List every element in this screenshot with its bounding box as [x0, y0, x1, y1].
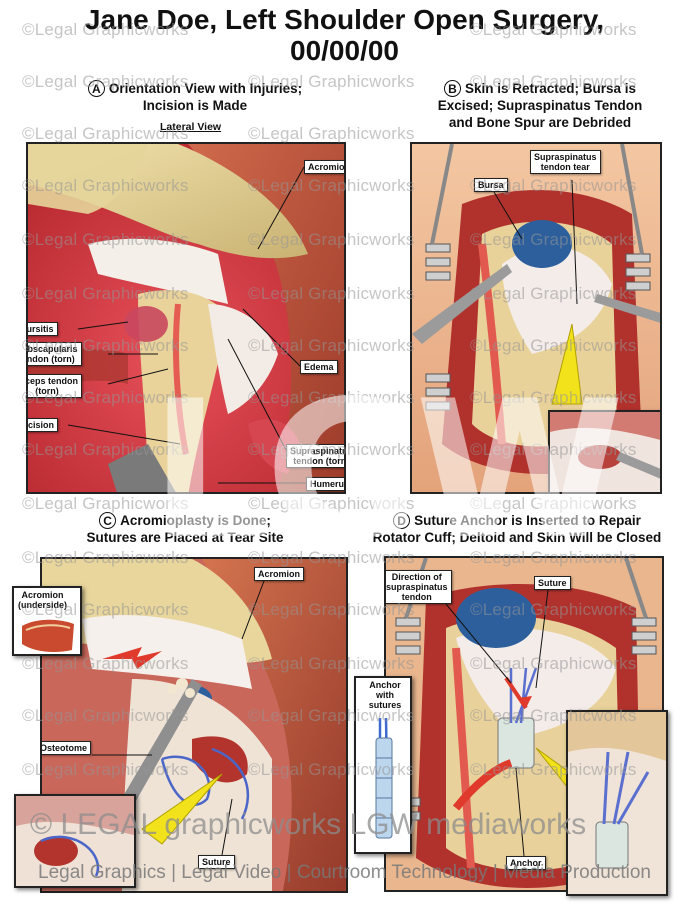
acromion-underside-inset: Acromion(underside)	[12, 586, 82, 656]
footer-tagline: Legal Graphics | Legal Video | Courtroom…	[38, 862, 651, 883]
panel-b-caption-line-1: Skin is Retracted; Bursa is	[464, 81, 637, 96]
label-bursa: Bursa	[474, 178, 508, 192]
panel-c-letter: C	[99, 512, 117, 529]
label-acromion-c: Acromion	[254, 567, 305, 581]
label-acromion-underside: Acromion(underside)	[16, 590, 70, 610]
watermark: ©Legal Graphicworks	[470, 494, 637, 513]
panel-a-illustration: Acromion Bursitis Subscapularistendon (t…	[26, 142, 346, 494]
label-bursitis: Bursitis	[28, 322, 58, 336]
panel-b-inset-drawing	[550, 412, 660, 492]
label-edema: Edema	[300, 360, 338, 374]
panel-d-caption-line-2: Rotator Cuff; Deltoid and Skin Will be C…	[372, 530, 662, 545]
label-suture-c: Suture	[198, 855, 235, 869]
label-suture-d: Suture	[534, 576, 571, 590]
panel-c-inset-drawing	[16, 796, 134, 886]
acromion-underside-drawing	[22, 619, 74, 652]
panel-d-caption-line-1: Suture Anchor is Inserted to Repair	[414, 513, 641, 528]
watermark: ©Legal Graphicworks	[248, 124, 415, 143]
panel-d-letter: D	[393, 512, 411, 529]
panel-a-caption-line-1: Orientation View with Injuries;	[108, 81, 303, 96]
panel-b-caption-line-2: Excised; Supraspinatus Tendon	[437, 98, 643, 113]
label-biceps-tendon: Biceps tendon(torn)	[28, 374, 83, 398]
anchor-drawing	[375, 717, 393, 839]
panel-a-letter: A	[87, 80, 105, 97]
watermark: ©Legal Graphicworks	[22, 494, 189, 513]
panel-a-drawing	[28, 144, 344, 492]
panel-c-caption-line-2: Sutures are Placed at Tear Site	[86, 530, 284, 545]
panel-a-caption-line-2: Incision is Made	[142, 98, 248, 113]
panel-c-inset	[14, 794, 136, 888]
panel-d-inset	[566, 710, 668, 896]
panel-b-letter: B	[443, 80, 461, 97]
label-incision: Incision	[28, 418, 59, 432]
label-subscapularis-tendon: Subscapularistendon (torn)	[28, 342, 82, 366]
label-anchor: Anchor	[506, 856, 546, 870]
panel-a-subcaption: Lateral View	[160, 121, 222, 133]
panel-b-caption-line-3: and Bone Spur are Debrided	[448, 115, 632, 130]
panel-b-inset	[548, 410, 660, 492]
panel-d-inset-drawing	[568, 712, 666, 894]
panel-c-caption-line-1: Acromioplasty is Done;	[120, 513, 271, 528]
label-acromion: Acromion	[304, 160, 344, 174]
watermark: ©Legal Graphicworks	[248, 494, 415, 513]
label-osteotome: Osteotome	[42, 741, 92, 755]
title-line-1: Jane Doe, Left Shoulder Open Surgery,	[84, 4, 605, 35]
label-humerus: Humerus	[306, 477, 344, 491]
page-title: Jane Doe, Left Shoulder Open Surgery, 00…	[0, 4, 689, 66]
title-line-2: 00/00/00	[290, 35, 399, 66]
